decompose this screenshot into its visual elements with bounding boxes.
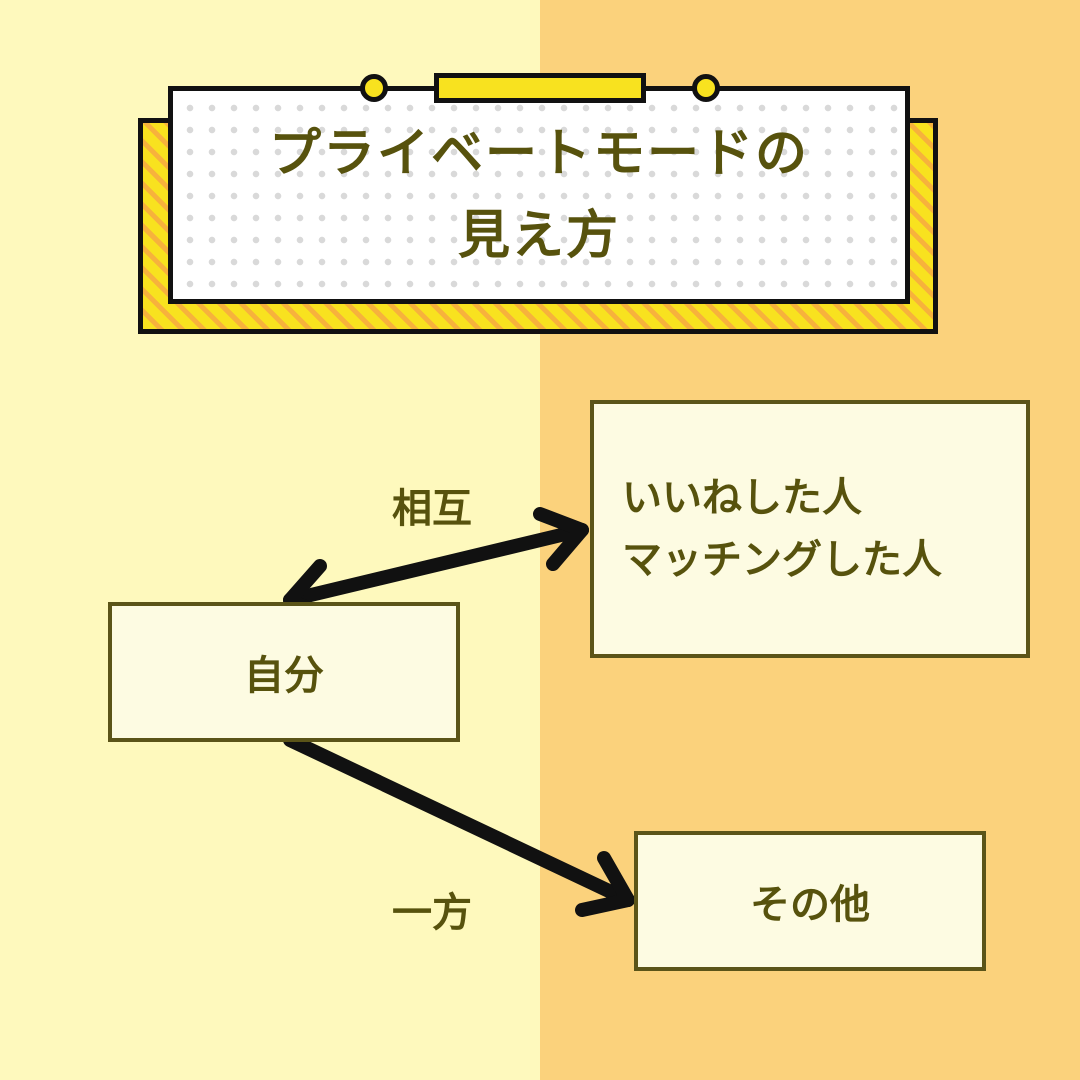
title-tab-connector-left xyxy=(386,86,436,91)
mutual-arrowhead-liked-icon xyxy=(533,507,589,571)
pin-right-icon xyxy=(692,74,720,102)
title-line-2: 見え方 xyxy=(457,206,620,266)
node-liked-label: いいねした人 xyxy=(622,475,862,521)
oneway-arrow-line xyxy=(283,733,635,907)
node-other-label: その他 xyxy=(750,882,870,928)
node-self: 自分 xyxy=(108,602,460,742)
title-tab-bar xyxy=(434,73,646,103)
title-line-1: プライベートモードの xyxy=(268,124,809,184)
pin-left-icon xyxy=(360,74,388,102)
node-self-label: 自分 xyxy=(244,653,324,699)
page-title: プライベートモードの 見え方 xyxy=(269,113,809,277)
node-liked-matched: いいねした人 マッチングした人 xyxy=(590,400,1030,658)
oneway-arrowhead-icon xyxy=(575,851,635,917)
title-tab-connector-right xyxy=(644,86,694,91)
title-card: プライベートモードの 見え方 xyxy=(168,86,910,304)
edge-label-oneway: 一方 xyxy=(392,890,472,936)
edge-label-mutual: 相互 xyxy=(392,486,472,532)
mutual-arrow-line xyxy=(283,523,589,607)
node-matched-label: マッチングした人 xyxy=(622,537,942,583)
node-other: その他 xyxy=(634,831,986,971)
